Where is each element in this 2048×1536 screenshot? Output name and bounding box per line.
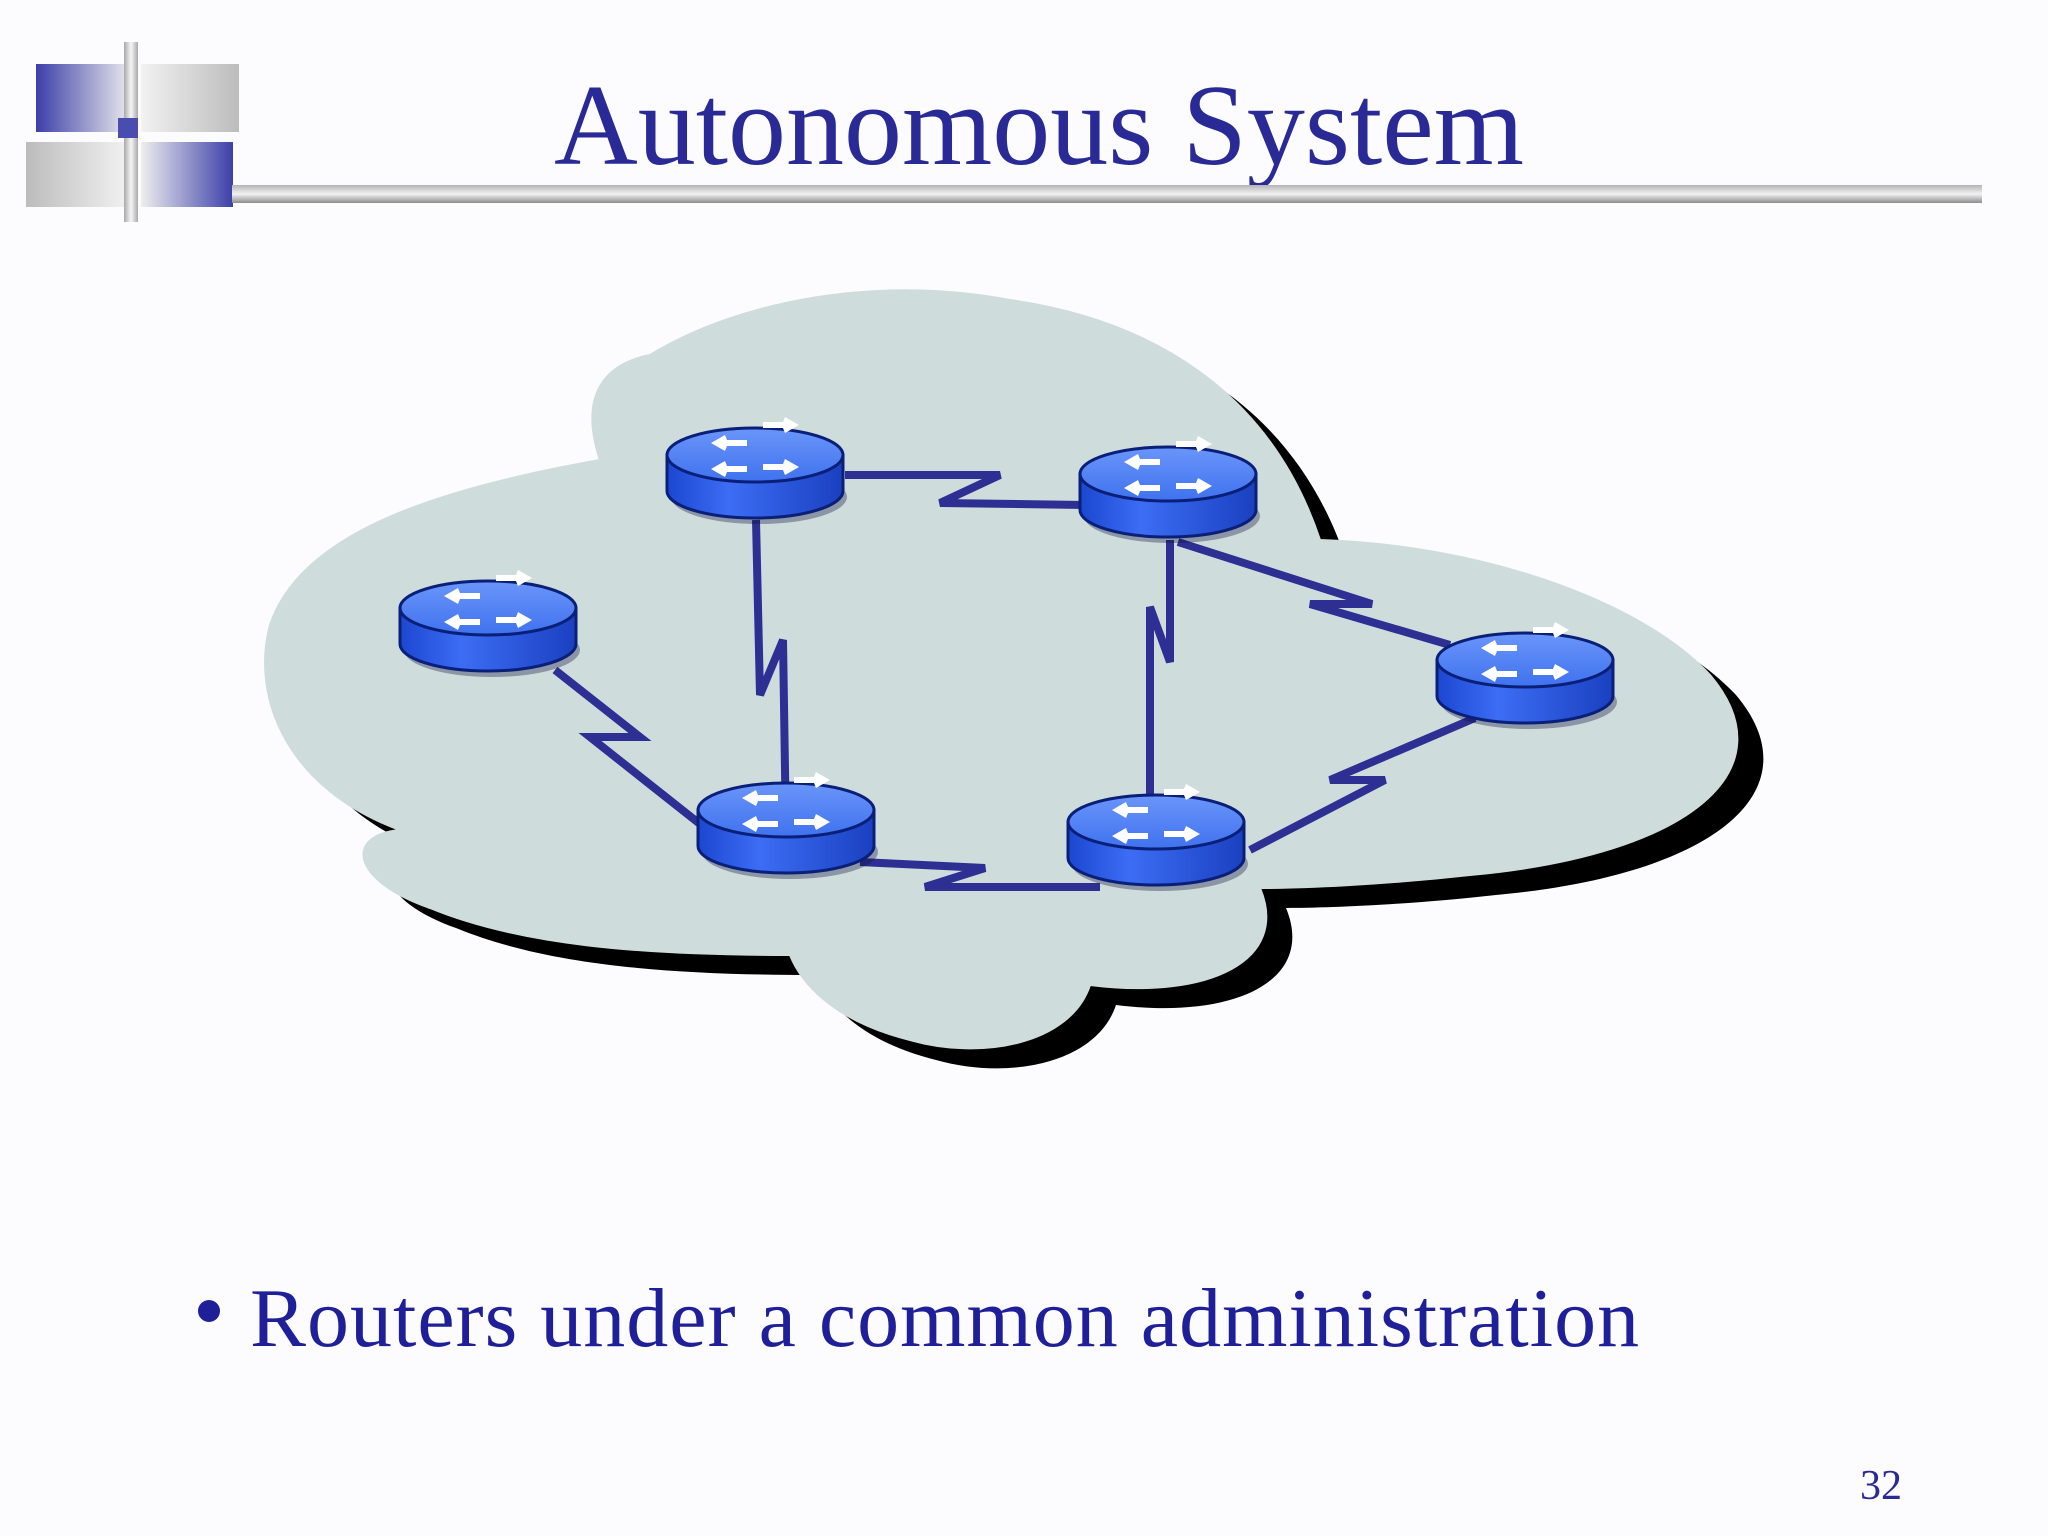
- slide-number: 32: [1860, 1463, 1902, 1509]
- link-router1-router4: [552, 666, 708, 832]
- slide-title: Autonomous System: [554, 62, 1524, 190]
- link-router3-router6: [1176, 538, 1452, 649]
- bullet-dot-icon: [198, 1300, 220, 1322]
- link-router4-router5: [859, 858, 1100, 891]
- bullet-list: Routers under a common administration: [198, 1270, 1640, 1367]
- slide-logo: [26, 42, 239, 222]
- title-underline: [232, 185, 1982, 203]
- link-router3-router5: [1146, 540, 1174, 800]
- link-router2-router4: [752, 519, 790, 836]
- bullet-text: Routers under a common administration: [250, 1272, 1641, 1365]
- link-router5-router6: [1248, 714, 1477, 854]
- link-router2-router3: [845, 471, 1086, 509]
- bullet-item: Routers under a common administration: [198, 1270, 1640, 1367]
